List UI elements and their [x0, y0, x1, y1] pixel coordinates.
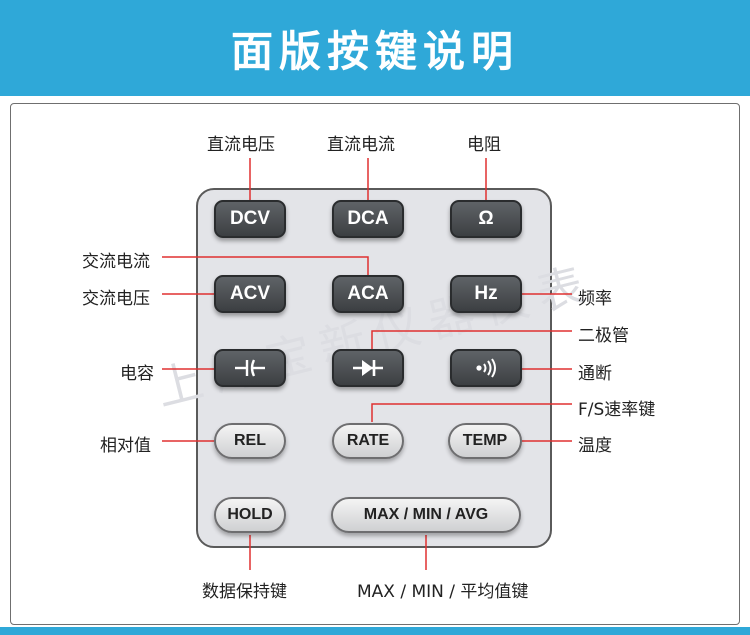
header-banner: 面版按键说明: [0, 0, 750, 96]
bottom-bar: [0, 627, 750, 635]
label-rate: F/S速率键: [578, 400, 656, 420]
capacitor-icon: [235, 359, 265, 377]
max-min-avg-key[interactable]: MAX / MIN / AVG: [331, 497, 521, 533]
rate-key[interactable]: RATE: [332, 423, 404, 459]
label-acv: 交流电压: [82, 289, 150, 309]
leader-diode: [371, 330, 572, 352]
label-aca: 交流电流: [82, 252, 150, 272]
page-title: 面版按键说明: [230, 27, 519, 76]
label-dcv: 直流电压: [207, 135, 275, 155]
rel-key[interactable]: REL: [214, 423, 286, 459]
label-dca: 直流电流: [327, 135, 395, 155]
label-hz: 频率: [578, 289, 612, 309]
capacitor-key[interactable]: [214, 349, 286, 387]
aca-key[interactable]: ACA: [332, 275, 404, 313]
label-ohm: 电阻: [467, 135, 501, 155]
dcv-key[interactable]: DCV: [214, 200, 286, 238]
label-rel: 相对值: [100, 436, 151, 456]
temp-key[interactable]: TEMP: [448, 423, 522, 459]
leader-rate: [371, 403, 572, 422]
diode-key[interactable]: [332, 349, 404, 387]
acv-key[interactable]: ACV: [214, 275, 286, 313]
label-continuity: 通断: [578, 364, 612, 384]
ohm-key[interactable]: Ω: [450, 200, 522, 238]
label-diode: 二极管: [578, 326, 629, 346]
dca-key[interactable]: DCA: [332, 200, 404, 238]
hold-key[interactable]: HOLD: [214, 497, 286, 533]
label-hold: 数据保持键: [202, 582, 287, 602]
leader-aca: [162, 256, 369, 278]
label-temp: 温度: [578, 436, 612, 456]
continuity-key[interactable]: [450, 349, 522, 387]
label-max-min-avg: MAX / MIN / 平均值键: [357, 582, 529, 602]
sound-wave-icon: [476, 358, 496, 378]
diode-icon: [353, 360, 383, 376]
label-cap: 电容: [120, 364, 154, 384]
hz-key[interactable]: Hz: [450, 275, 522, 313]
